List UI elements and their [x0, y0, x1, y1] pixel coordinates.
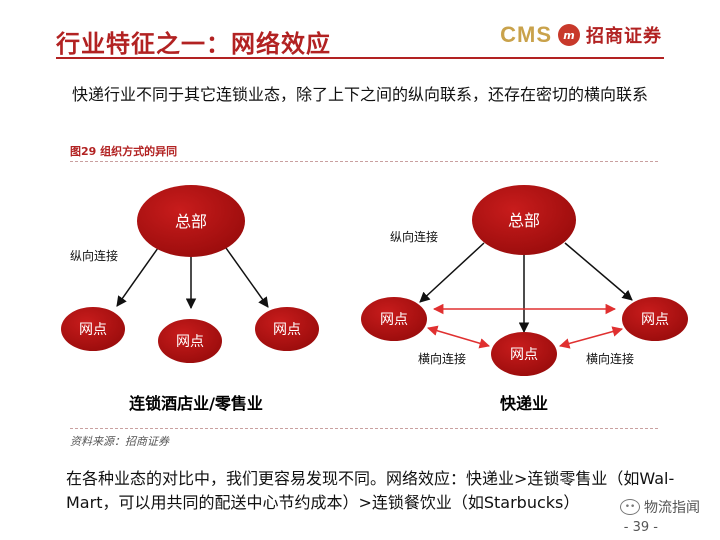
right-diagram: 总部 网点 网点 网点 纵向连接 横向连接 横向连接 快递业 [361, 185, 688, 413]
right-horizontal-label-right: 横向连接 [586, 351, 634, 366]
right-node-1 [361, 297, 427, 341]
figure-divider [70, 161, 658, 163]
page-number: - 39 - [623, 520, 658, 535]
left-node-3-label: 网点 [273, 322, 301, 338]
right-hq-node [472, 185, 576, 255]
intro-text: 快递行业不同于其它连锁业态，除了上下之间的纵向联系，还存在密切的横向联系 [72, 85, 649, 104]
left-vertical-label: 纵向连接 [70, 248, 118, 263]
right-horizontal-arrow-right [558, 326, 624, 349]
figure-source: 资料来源：招商证券 [70, 435, 169, 448]
source-divider [70, 428, 658, 430]
right-vertical-label: 纵向连接 [390, 229, 438, 244]
left-hq-node [137, 185, 245, 257]
right-node-2-label: 网点 [510, 347, 538, 363]
organization-diagram: 总部 网点 网点 网点 纵向连接 连锁酒店业/零售业 总部 网点 网点 网点 纵… [61, 185, 688, 413]
right-hq-label: 总部 [508, 211, 540, 230]
page-title: 行业特征之一：网络效应 [56, 30, 331, 58]
left-subtitle: 连锁酒店业/零售业 [129, 394, 263, 413]
right-node-3-label: 网点 [641, 312, 669, 328]
right-subtitle: 快递业 [500, 394, 548, 413]
logo-company-name: 招商证券 [586, 26, 662, 47]
right-node-3 [622, 297, 688, 341]
title-divider [56, 57, 664, 59]
left-node-1 [61, 307, 125, 351]
right-vertical-arrow-3 [564, 242, 633, 301]
left-node-2 [158, 319, 222, 363]
watermark: •• 物流指闻 [620, 497, 700, 517]
right-horizontal-arrow-left [426, 325, 491, 349]
left-hq-label: 总部 [175, 212, 207, 231]
logo-mark-icon: m [558, 24, 580, 46]
right-horizontal-label-left: 横向连接 [418, 351, 466, 366]
wechat-icon: •• [620, 499, 640, 515]
left-node-2-label: 网点 [176, 334, 204, 350]
right-node-2 [491, 332, 557, 376]
company-logo: CMS m 招商证券 [500, 22, 662, 48]
left-node-1-label: 网点 [79, 322, 107, 338]
left-diagram: 总部 网点 网点 网点 纵向连接 连锁酒店业/零售业 [61, 185, 319, 413]
logo-cms-text: CMS [500, 22, 552, 47]
left-vertical-arrow-1 [116, 247, 159, 307]
right-vertical-arrow-1 [419, 242, 485, 303]
watermark-text: 物流指闻 [644, 500, 700, 516]
left-vertical-arrow-3 [225, 247, 269, 308]
left-node-3 [255, 307, 319, 351]
right-node-1-label: 网点 [380, 312, 408, 328]
conclusion-text: 在各种业态的对比中，我们更容易发现不同。网络效应：快递业>连锁零售业（如Wal-… [66, 469, 675, 512]
figure-caption: 图29 组织方式的异同 [70, 145, 178, 158]
